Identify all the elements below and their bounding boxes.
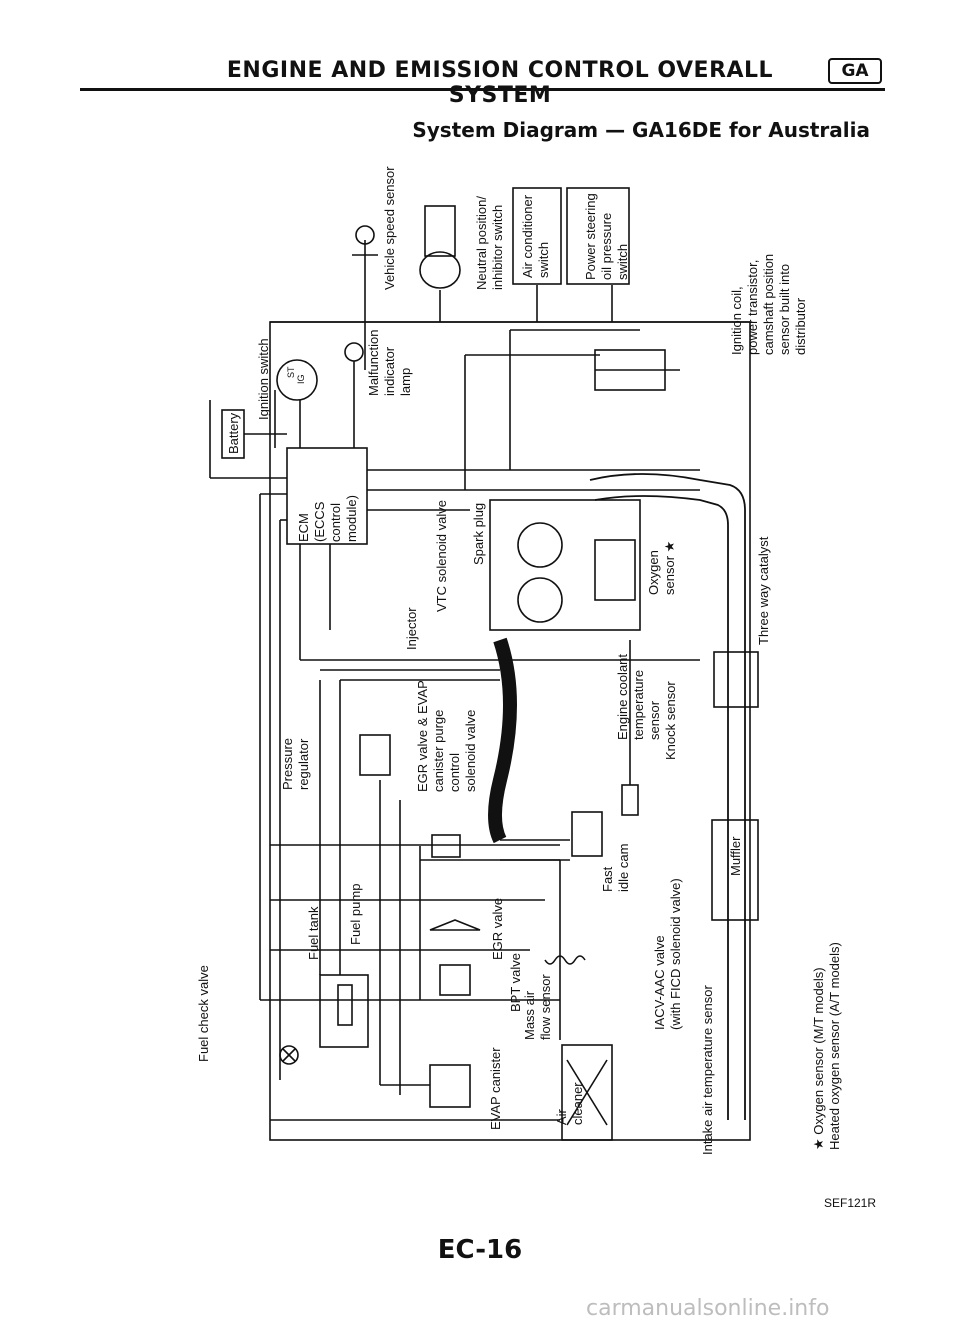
- figure-ref-code: SEF121R: [824, 1196, 877, 1210]
- label-vehicle-speed-sensor: Vehicle speed sensor: [382, 166, 397, 290]
- label-fast-idle-cam-2: idle cam: [616, 844, 631, 892]
- page-number: EC-16: [437, 1235, 523, 1265]
- label-battery: Battery: [226, 412, 241, 454]
- label-mass-air-1: Mass air: [522, 990, 537, 1040]
- label-egr-evap-2: canister purge: [431, 710, 446, 792]
- label-coolant-1: Engine coolant: [615, 654, 630, 740]
- label-power-steering-1: Power steering: [583, 193, 598, 280]
- header-rule: [80, 88, 885, 91]
- label-spark-plug: Spark plug: [471, 503, 486, 565]
- engine-block: [489, 499, 641, 631]
- label-intake-air-temp: Intake air temperature sensor: [700, 985, 715, 1155]
- label-iacv-1: IACV-AAC valve: [652, 935, 667, 1030]
- label-power-steering-2: oil pressure: [599, 213, 614, 280]
- label-fuel-pump: Fuel pump: [348, 884, 363, 945]
- label-footnote-1: ★ Oxygen sensor (M/T models): [811, 967, 826, 1150]
- label-ignition-coil-4: sensor built into: [777, 264, 792, 355]
- label-air-conditioner-2: switch: [536, 242, 551, 278]
- label-egr-evap-1: EGR valve & EVAP: [415, 680, 430, 792]
- label-ignition-coil-3: camshaft position: [761, 254, 776, 355]
- label-ignition-coil-1: Ignition coil,: [729, 286, 744, 355]
- evap-canister-box: [429, 1064, 471, 1108]
- label-air-cleaner-1: Air: [554, 1108, 569, 1125]
- label-ecm-3: control: [328, 503, 343, 542]
- label-knock-sensor: Knock sensor: [663, 681, 678, 760]
- label-malfunction-3: lamp: [398, 368, 413, 396]
- label-air-conditioner-1: Air conditioner: [520, 194, 535, 278]
- label-ignition-switch: Ignition switch: [256, 338, 271, 420]
- label-pressure-regulator-1: Pressure: [280, 738, 295, 790]
- fuel-tank-box: [319, 974, 369, 1048]
- label-footnote-2: Heated oxygen sensor (A/T models): [827, 942, 842, 1150]
- label-egr-valve: EGR valve: [490, 898, 505, 960]
- label-air-cleaner-2: cleaner: [570, 1082, 585, 1125]
- label-mass-air-2: flow sensor: [538, 974, 553, 1040]
- label-egr-evap-4: solenoid valve: [463, 710, 478, 792]
- label-three-way-catalyst: Three way catalyst: [756, 536, 771, 645]
- label-coolant-3: sensor: [647, 700, 662, 740]
- page-header-title: ENGINE AND EMISSION CONTROL OVERALL SYST…: [226, 58, 774, 108]
- watermark: carmanualsonline.info: [586, 1296, 830, 1321]
- ecm-box: [286, 447, 368, 545]
- label-oxygen-1: Oxygen: [646, 550, 661, 595]
- label-ignition-coil-2: power transistor,: [745, 260, 760, 355]
- label-oxygen-2: sensor ★: [662, 541, 677, 595]
- label-neutral-position-2: inhibitor switch: [490, 205, 505, 290]
- label-injector: Injector: [404, 607, 419, 650]
- label-neutral-position-1: Neutral position/: [474, 196, 489, 290]
- label-bpt-valve: BPT valve: [508, 953, 523, 1012]
- muffler-box: [711, 819, 759, 921]
- label-ignition-coil-5: distributor: [793, 297, 808, 355]
- section-badge: GA: [828, 58, 882, 84]
- label-switch-ig: IG: [296, 374, 306, 384]
- label-power-steering-3: switch: [615, 244, 630, 280]
- label-switch-st: ST: [286, 366, 296, 378]
- label-ecm-2: (ECCS: [312, 501, 327, 542]
- diagram-title: System Diagram — GA16DE for Australia: [412, 118, 870, 142]
- label-muffler: Muffler: [728, 836, 743, 876]
- ac-switch-box: [512, 187, 562, 285]
- label-fuel-tank: Fuel tank: [306, 906, 321, 960]
- label-malfunction-2: indicator: [382, 346, 397, 396]
- label-malfunction-1: Malfunction: [366, 330, 381, 396]
- label-egr-evap-3: control: [447, 753, 462, 792]
- label-vtc-valve: VTC solenoid valve: [434, 500, 449, 612]
- ps-switch-box: [566, 187, 630, 285]
- catalyst-box: [713, 651, 759, 708]
- label-coolant-2: temperature: [631, 670, 646, 740]
- label-iacv-2: (with FICD solenoid valve): [668, 878, 683, 1030]
- label-evap-canister: EVAP canister: [488, 1047, 503, 1130]
- label-fuel-check-valve: Fuel check valve: [196, 965, 211, 1062]
- label-ecm-4: module): [344, 495, 359, 542]
- air-cleaner-box: [561, 1044, 613, 1141]
- label-fast-idle-cam-1: Fast: [600, 866, 615, 892]
- label-pressure-regulator-2: regulator: [296, 738, 311, 790]
- label-ecm-1: ECM: [296, 513, 311, 542]
